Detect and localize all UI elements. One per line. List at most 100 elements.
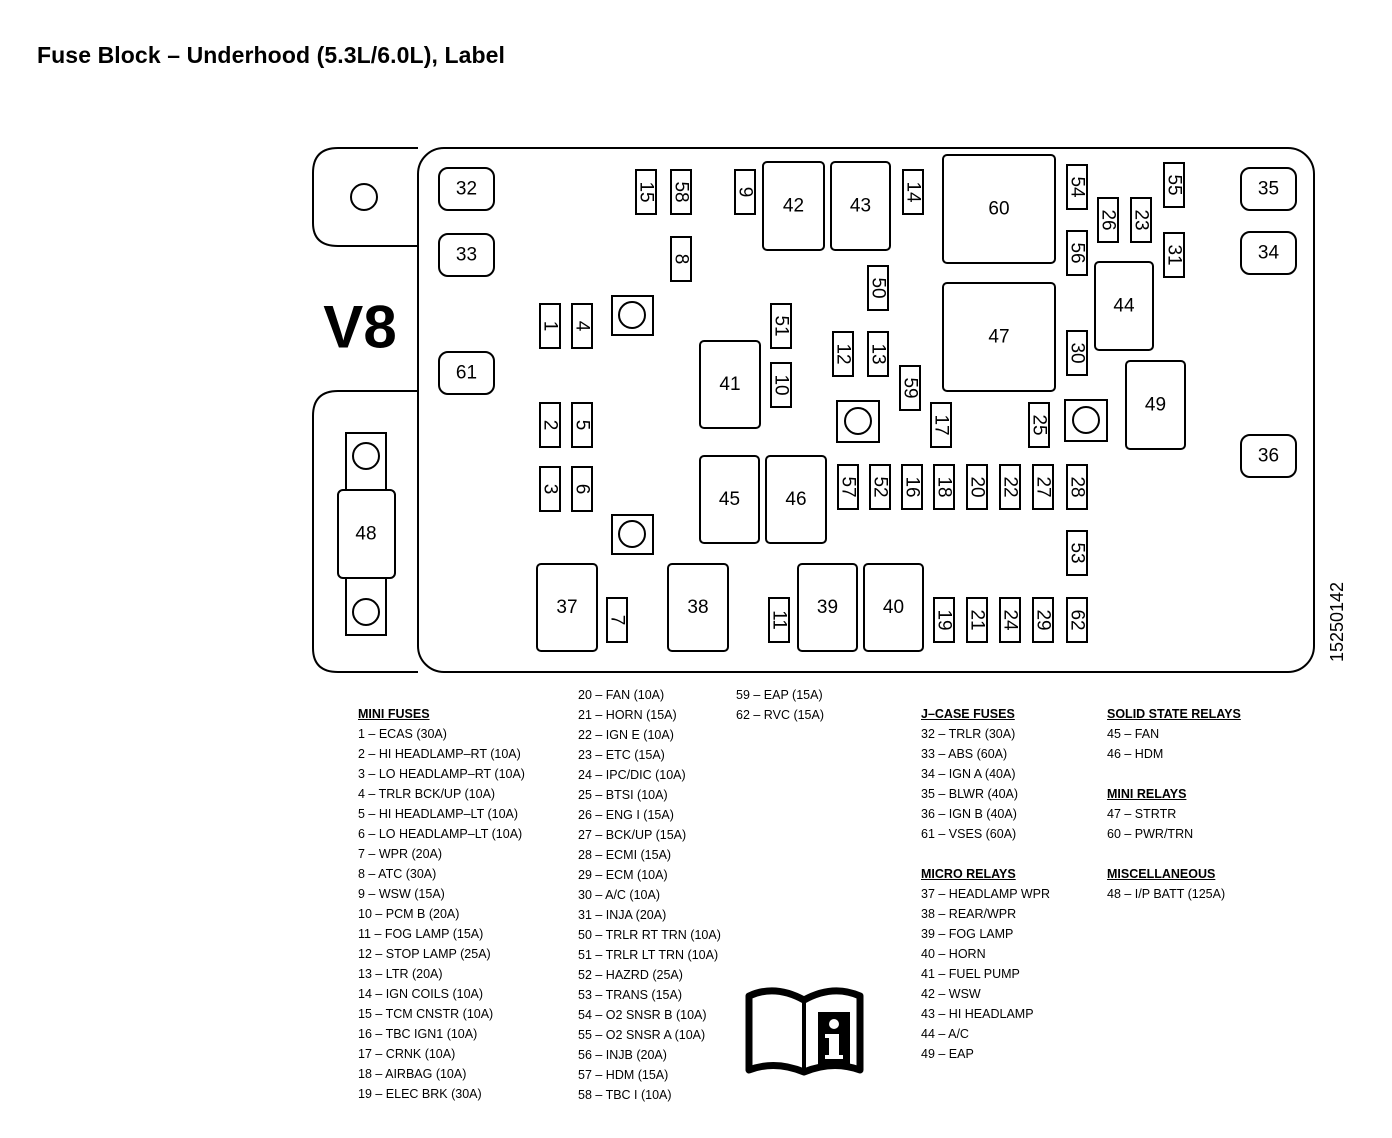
mini-fuse-label: 17	[931, 414, 952, 435]
legend-heading: MICRO RELAYS	[921, 867, 1016, 881]
legend-item: 20 – FAN (10A)	[578, 688, 665, 702]
fuse-block-body	[417, 147, 1315, 673]
bolt-hole	[836, 400, 880, 443]
legend-mini-fuses-cont: 20 – FAN (10A) 21 – HORN (15A) 22 – IGN E …	[578, 685, 721, 1105]
mini-fuse-57: 57	[837, 464, 859, 510]
relay-39: 39	[797, 563, 858, 652]
mini-fuse-50: 50	[867, 265, 889, 311]
relay-label: 44	[1113, 296, 1135, 317]
legend-spacer	[921, 844, 1050, 864]
mini-fuse-label: 22	[1000, 476, 1021, 497]
legend-item: 25 – BTSI (10A)	[578, 788, 668, 802]
mini-fuse-2: 2	[539, 402, 561, 448]
mini-fuse-label: 31	[1164, 244, 1185, 265]
legend-item: 3 – LO HEADLAMP–RT (10A)	[358, 767, 525, 781]
relay-label: 40	[883, 597, 904, 618]
jcase-fuse-label: 34	[1258, 243, 1280, 264]
mini-fuse-label: 25	[1029, 414, 1050, 435]
mini-fuse-label: 51	[771, 315, 792, 336]
legend-item: 49 – EAP	[921, 1047, 974, 1061]
mini-fuse-label: 13	[868, 343, 889, 364]
mini-fuse-16: 16	[901, 464, 923, 510]
legend-item: 21 – HORN (15A)	[578, 708, 677, 722]
mini-fuse-label: 5	[572, 420, 593, 431]
legend-item: 24 – IPC/DIC (10A)	[578, 768, 686, 782]
relay-49: 49	[1125, 360, 1186, 450]
mini-fuse-31: 31	[1163, 232, 1185, 278]
relay-label: 41	[719, 374, 740, 395]
mini-fuse-label: 7	[607, 615, 628, 626]
legend-item: 50 – TRLR RT TRN (10A)	[578, 928, 721, 942]
mini-fuse-label: 2	[540, 420, 561, 431]
legend-item: 11 – FOG LAMP (15A)	[358, 927, 484, 941]
legend-item: 47 – STRTR	[1107, 807, 1177, 821]
mini-fuse-18: 18	[933, 464, 955, 510]
mini-fuse-62: 62	[1066, 597, 1088, 643]
mini-fuse-label: 58	[671, 181, 692, 202]
legend-mini-fuses-cont2: 59 – EAP (15A)62 – RVC (15A)	[736, 685, 824, 725]
relay-label: 45	[719, 489, 740, 510]
legend-item: 2 – HI HEADLAMP–RT (10A)	[358, 747, 521, 761]
legend-item: 29 – ECM (10A)	[578, 868, 668, 882]
mini-fuse-label: 57	[838, 476, 859, 497]
legend-item: 27 – BCK/UP (15A)	[578, 828, 687, 842]
mini-fuse-3: 3	[539, 466, 561, 512]
mini-fuse-23: 23	[1130, 197, 1152, 243]
legend-item: 56 – INJB (20A)	[578, 1048, 667, 1062]
bolt-hole	[611, 295, 654, 336]
mini-fuse-12: 12	[832, 331, 854, 377]
legend-item: 44 – A/C	[921, 1027, 969, 1041]
legend-spacer	[1107, 764, 1241, 784]
relay-43: 43	[830, 161, 891, 251]
legend-item: 17 – CRNK (10A)	[358, 1047, 456, 1061]
legend-item: 12 – STOP LAMP (25A)	[358, 947, 491, 961]
mega-fuse-48-label: 48	[355, 524, 376, 545]
page-title: Fuse Block – Underhood (5.3L/6.0L), Labe…	[37, 42, 506, 68]
legend-item: 10 – PCM B (20A)	[358, 907, 460, 921]
legend-item: 31 – INJA (20A)	[578, 908, 667, 922]
relay-41: 41	[699, 340, 761, 429]
mini-fuse-label: 1	[540, 321, 561, 332]
owner-manual-book-icon	[745, 987, 864, 1076]
legend-item: 18 – AIRBAG (10A)	[358, 1067, 467, 1081]
relay-label: 38	[687, 597, 708, 618]
mini-fuse-58: 58	[670, 169, 692, 215]
mini-fuse-55: 55	[1163, 162, 1185, 208]
legend-item: 30 – A/C (10A)	[578, 888, 660, 902]
legend-item: 57 – HDM (15A)	[578, 1068, 669, 1082]
mini-fuse-21: 21	[966, 597, 988, 643]
mini-fuse-4: 4	[571, 303, 593, 349]
mini-fuse-15: 15	[635, 169, 657, 215]
legend-item: 7 – WPR (20A)	[358, 847, 443, 861]
mini-fuse-51: 51	[770, 303, 792, 349]
legend-item: 36 – IGN B (40A)	[921, 807, 1017, 821]
relay-label: 37	[556, 597, 577, 618]
mini-fuse-label: 62	[1067, 609, 1088, 630]
mini-fuse-10: 10	[770, 362, 792, 408]
relay-label: 43	[850, 196, 871, 217]
legend-item: 22 – IGN E (10A)	[578, 728, 674, 742]
mini-fuse-label: 53	[1067, 542, 1088, 563]
mini-fuse-7: 7	[606, 597, 628, 643]
jcase-fuse-label: 33	[456, 245, 477, 266]
legend-item: 37 – HEADLAMP WPR	[921, 887, 1050, 901]
mini-fuse-27: 27	[1032, 464, 1054, 510]
jcase-fuse-36: 36	[1240, 434, 1297, 478]
legend-item: 6 – LO HEADLAMP–LT (10A)	[358, 827, 523, 841]
relay-label: 39	[817, 597, 838, 618]
legend-item: 45 – FAN	[1107, 727, 1160, 741]
legend-item: 35 – BLWR (40A)	[921, 787, 1019, 801]
relay-45: 45	[699, 455, 760, 544]
mini-fuse-label: 21	[967, 609, 988, 630]
jcase-fuse-label: 61	[456, 363, 477, 384]
mini-fuse-label: 27	[1033, 476, 1054, 497]
jcase-fuse-label: 32	[456, 179, 477, 200]
legend-item: 41 – FUEL PUMP	[921, 967, 1020, 981]
legend-item: 19 – ELEC BRK (30A)	[358, 1087, 482, 1101]
legend-item: 34 – IGN A (40A)	[921, 767, 1016, 781]
legend-item: 8 – ATC (30A)	[358, 867, 437, 881]
legend-item: 9 – WSW (15A)	[358, 887, 445, 901]
